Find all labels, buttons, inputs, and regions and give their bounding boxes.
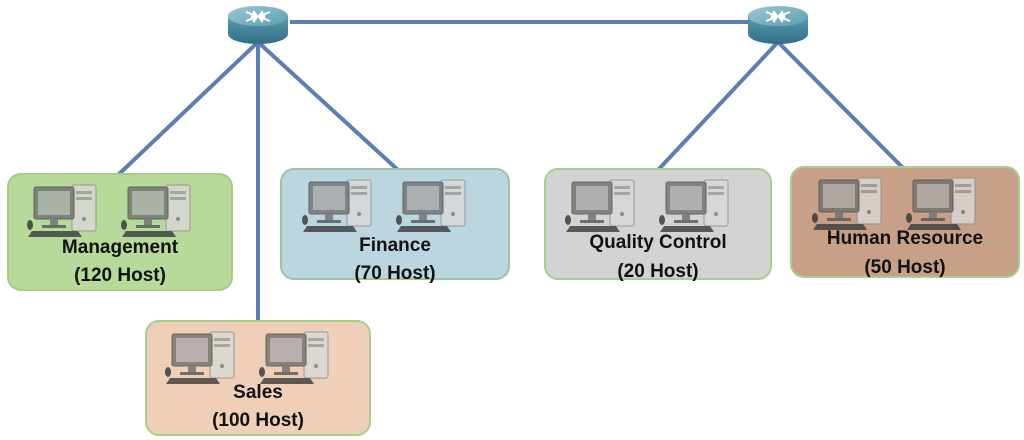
desktop-computer-icon: [121, 184, 191, 237]
computers-graphic: [165, 331, 329, 384]
department-quality-control[interactable]: Quality Control (20 Host): [544, 168, 772, 282]
department-sales[interactable]: Sales (100 Host): [145, 320, 371, 436]
desktop-computer-icon: [396, 179, 466, 232]
desktop-computer-icon: [565, 179, 635, 232]
link-router-right-quality-control: [656, 40, 780, 172]
department-name: Sales: [233, 382, 283, 403]
link-router-left-finance: [256, 40, 400, 172]
department-management[interactable]: Management (120 Host): [7, 173, 233, 291]
link-router-left-management: [116, 40, 260, 177]
department-hosts: (100 Host): [212, 410, 304, 431]
network-links: [116, 20, 905, 322]
desktop-computer-icon: [906, 177, 976, 230]
department-name: Human Resource: [826, 228, 984, 249]
computers: [9, 181, 231, 243]
department-hosts: (70 Host): [354, 263, 436, 284]
department-name: Management: [61, 237, 179, 258]
department-hosts: (120 Host): [74, 265, 166, 286]
desktop-computer-icon: [812, 177, 882, 230]
computers: [282, 176, 508, 238]
department-human-resource[interactable]: Human Resource (50 Host): [790, 166, 1020, 278]
computers-graphic: [565, 179, 729, 232]
desktop-computer-icon: [259, 331, 329, 384]
department-hosts: (20 Host): [617, 261, 699, 282]
desktop-computer-icon: [165, 331, 235, 384]
department-name: Finance: [359, 235, 431, 256]
department-finance[interactable]: Finance (70 Host): [280, 168, 510, 284]
desktop-computer-icon: [27, 184, 97, 237]
department-hosts: (50 Host): [864, 257, 946, 278]
computers: [147, 328, 369, 390]
department-name: Quality Control: [589, 232, 727, 253]
computers: [792, 174, 1018, 236]
router-left[interactable]: [228, 6, 288, 44]
desktop-computer-icon: [659, 179, 729, 232]
router-icon: [228, 6, 288, 44]
link-router-right-human-resource: [776, 40, 905, 170]
router-icon: [748, 6, 808, 44]
desktop-computer-icon: [302, 179, 372, 232]
computers: [546, 176, 770, 238]
computers-graphic: [27, 184, 191, 237]
computers-graphic: [812, 177, 976, 230]
computers-graphic: [302, 179, 466, 232]
router-right[interactable]: [748, 6, 808, 44]
